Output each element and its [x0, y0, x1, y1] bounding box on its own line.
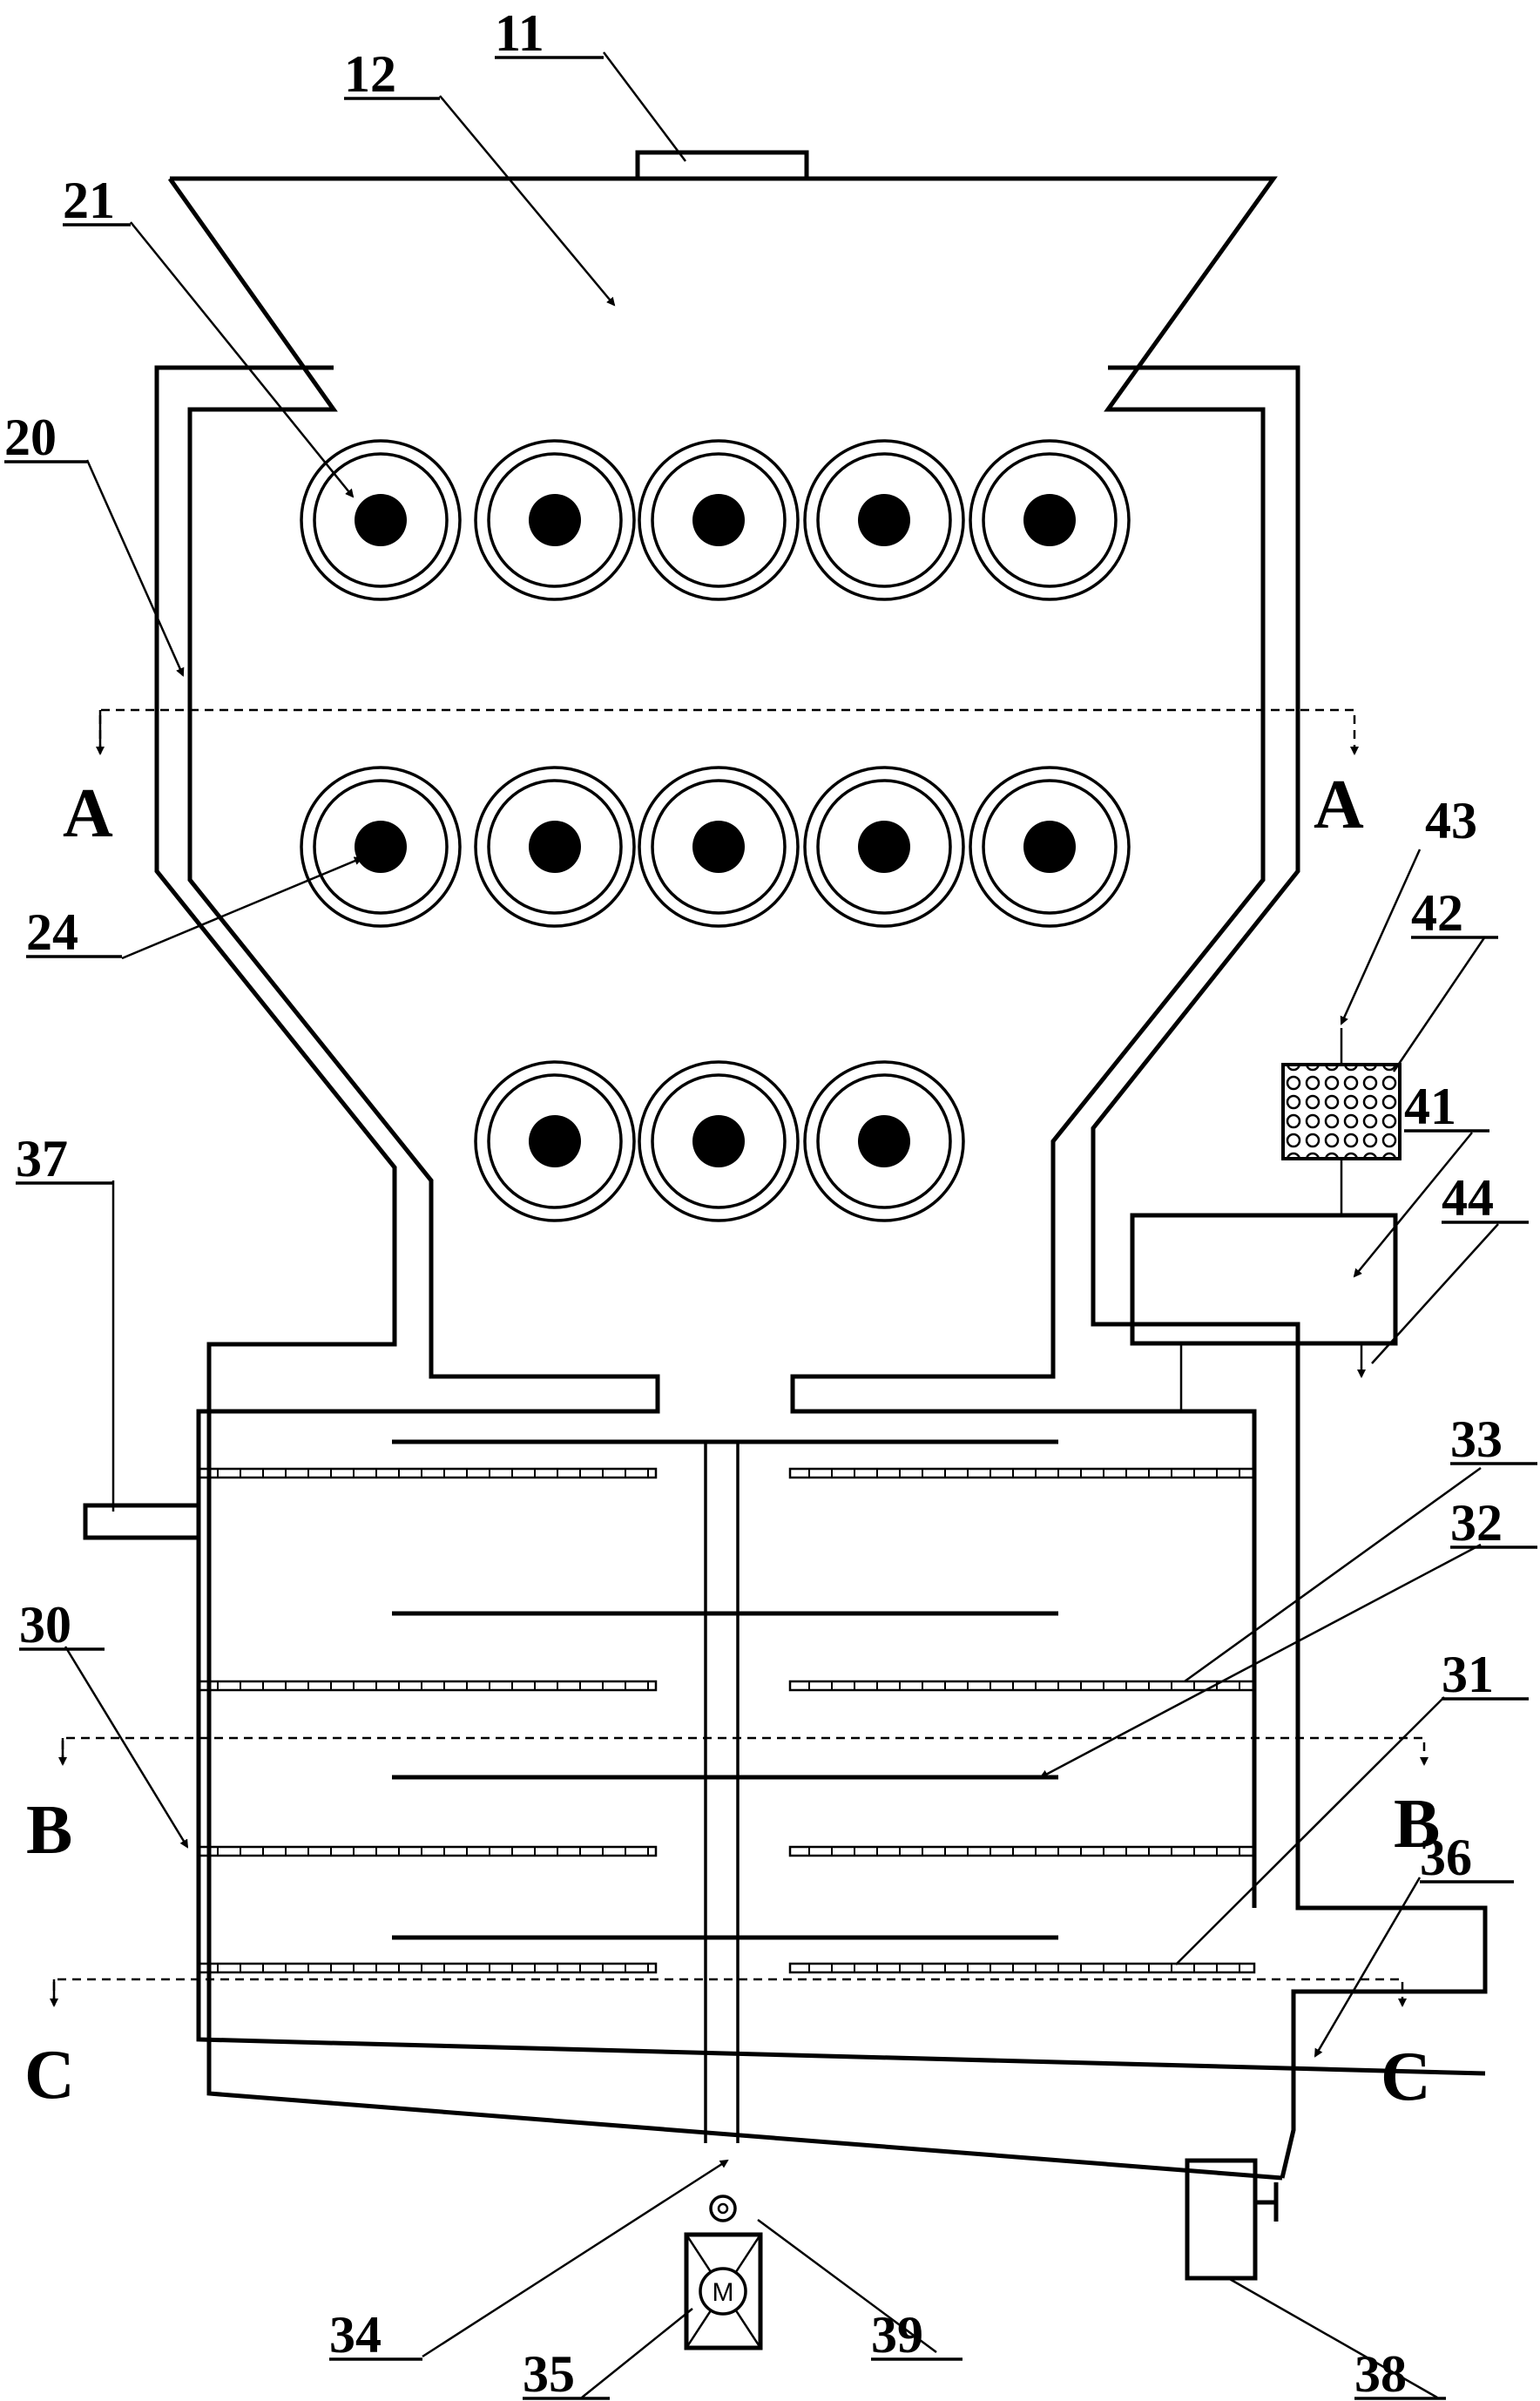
screen-deck-1 [197, 1467, 1256, 1479]
section-letters: A A B B C C [24, 767, 1440, 2115]
section-c-right: C [1381, 2039, 1431, 2115]
inlet-pipe [83, 1503, 201, 1540]
roller-row-upper [300, 439, 1131, 601]
screen-deck-4 [197, 1962, 1256, 1974]
label-30: 30 [19, 1596, 71, 1654]
section-a-right: A [1314, 767, 1364, 843]
drive-shaft [704, 1442, 740, 2143]
label-38: 38 [1354, 2345, 1407, 2401]
section-c-left: C [24, 2037, 75, 2114]
label-36: 36 [1420, 1829, 1472, 1886]
label-12: 12 [344, 45, 396, 103]
part-labels: 11 12 21 20 24 37 43 42 41 44 33 32 30 3… [4, 4, 1537, 2401]
roller-7 [474, 766, 636, 928]
label-31: 31 [1442, 1646, 1494, 1703]
discharge-pipe [1185, 2158, 1279, 2281]
label-34: 34 [329, 2306, 382, 2364]
roller-1 [300, 439, 462, 601]
label-37: 37 [16, 1130, 68, 1187]
roller-row-lower [474, 1060, 965, 1222]
label-42: 42 [1411, 884, 1463, 942]
stirring-blades [392, 1439, 1058, 1940]
roller-2 [474, 439, 636, 601]
label-32: 32 [1450, 1494, 1503, 1552]
label-11: 11 [495, 4, 544, 62]
motor-assembly: M [684, 2195, 763, 2350]
section-line-b [58, 1736, 1429, 1766]
roller-11 [474, 1060, 636, 1222]
roller-4 [803, 439, 965, 601]
section-b-right: B [1394, 1786, 1440, 1863]
feed-hopper [167, 150, 1278, 412]
roller-6 [300, 766, 462, 928]
label-24: 24 [26, 903, 78, 961]
roller-9 [803, 766, 965, 928]
label-21: 21 [63, 172, 115, 229]
section-line-a [96, 708, 1359, 755]
screen-decks [197, 1467, 1256, 1974]
label-44: 44 [1442, 1169, 1494, 1227]
roller-13 [803, 1060, 965, 1222]
label-39: 39 [871, 2306, 923, 2364]
motor-symbol: M [713, 2278, 734, 2307]
label-33: 33 [1450, 1410, 1503, 1468]
roller-8 [638, 766, 800, 928]
roller-10 [969, 766, 1131, 928]
label-43: 43 [1425, 792, 1477, 849]
label-35: 35 [523, 2345, 575, 2401]
collection-tank [1130, 1213, 1398, 1411]
filter-unit [1281, 1028, 1402, 1215]
label-20: 20 [4, 409, 57, 466]
label-41: 41 [1404, 1078, 1456, 1135]
roller-3 [638, 439, 800, 601]
screen-deck-3 [197, 1845, 1256, 1857]
leader-lines [64, 51, 1499, 2399]
roller-12 [638, 1060, 800, 1222]
section-line-c [50, 1978, 1407, 2007]
upper-housing [154, 365, 1488, 2181]
roller-5 [969, 439, 1131, 601]
section-b-left: B [26, 1792, 72, 1869]
screen-deck-2 [197, 1680, 1256, 1692]
roller-row-middle [300, 766, 1131, 928]
section-a-left: A [63, 775, 113, 852]
